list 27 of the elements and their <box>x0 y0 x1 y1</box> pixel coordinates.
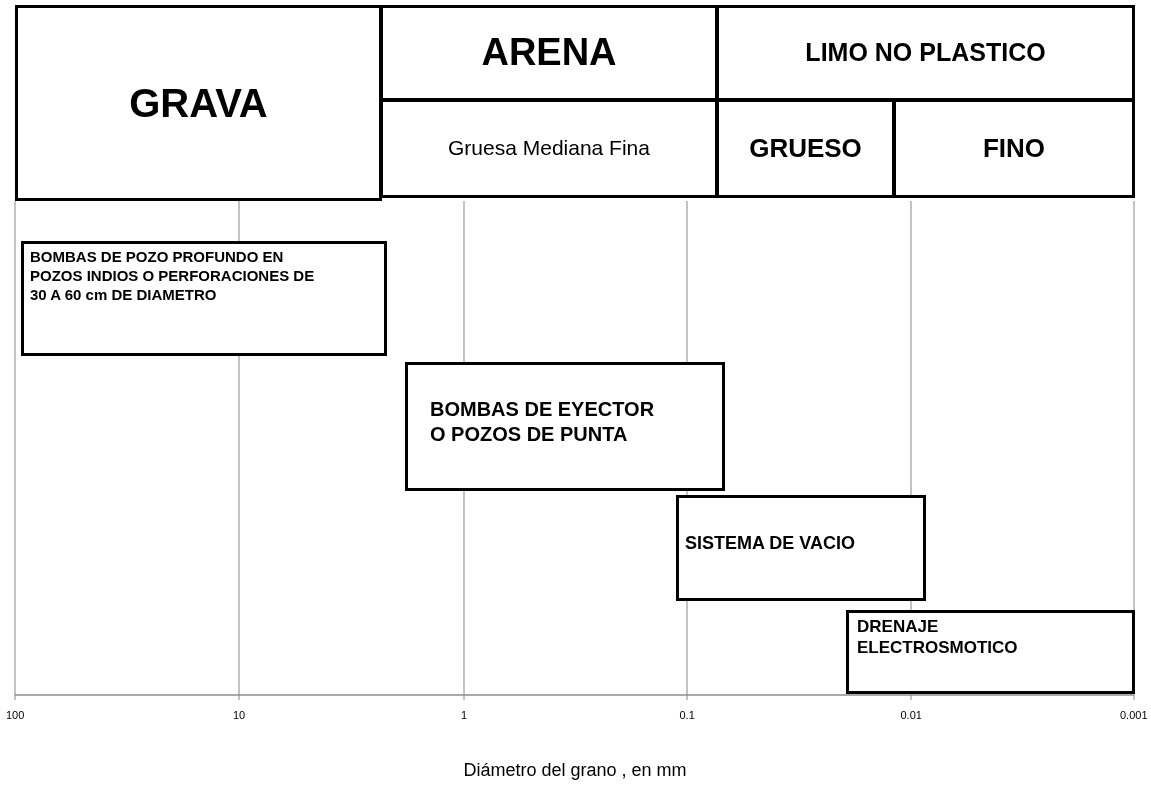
tick-label: 0.1 <box>679 709 695 721</box>
axis-title: Diámetro del grano , en mm <box>463 760 687 781</box>
tick-label: 100 <box>6 709 25 721</box>
box-text: BOMBAS DE EYECTOR O POZOS DE PUNTA <box>430 396 656 447</box>
box-text: FINO <box>982 132 1046 165</box>
box-text: SISTEMA DE VACIO <box>685 531 855 555</box>
method-range-box <box>676 495 926 601</box>
tick-label: 0.01 <box>900 709 922 721</box>
method-range-box <box>405 362 725 491</box>
tick-label: 10 <box>233 709 246 721</box>
box-text: DRENAJE ELECTROSMOTICO <box>857 616 1019 659</box>
soil-class-header <box>15 5 382 201</box>
box-text: GRUESO <box>749 132 862 165</box>
subclass-header <box>380 99 718 198</box>
soil-class-header <box>716 5 1135 101</box>
box-text: ARENA <box>481 30 617 76</box>
box-text: LIMO NO PLASTICO <box>805 37 1046 69</box>
soil-class-header <box>380 5 718 101</box>
box-text: BOMBAS DE POZO PROFUNDO EN POZOS INDIOS O PERFORACIONES DE 30 A 60 cm DE DIAMETRO <box>30 248 316 305</box>
tick-label: 1 <box>461 709 468 721</box>
subclass-header <box>893 99 1135 198</box>
subclass-header <box>716 99 895 198</box>
tick-label: 0.001 <box>1120 709 1148 721</box>
method-range-box <box>21 241 387 356</box>
box-text: GRAVA <box>129 80 268 127</box>
box-text: Gruesa Mediana Fina <box>448 135 650 162</box>
method-range-box <box>846 610 1135 694</box>
